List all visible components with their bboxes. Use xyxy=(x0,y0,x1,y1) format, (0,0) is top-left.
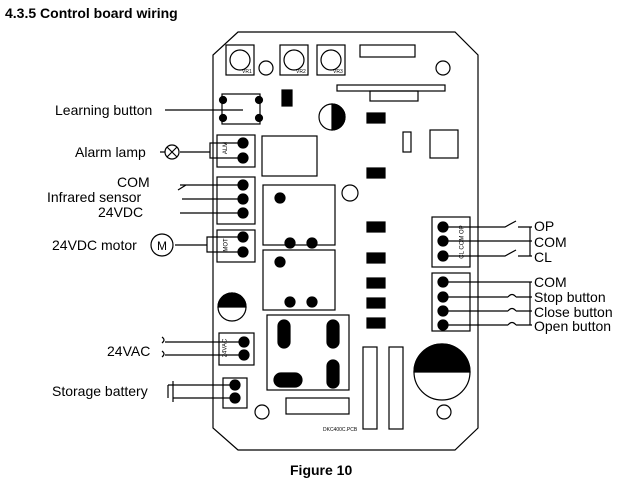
label-vr3: VR3 xyxy=(333,69,343,75)
label-cl: CL xyxy=(534,249,552,265)
label-alarm-lamp: Alarm lamp xyxy=(75,144,146,160)
dip-switch-ic xyxy=(359,44,416,58)
svg-text:M: M xyxy=(157,239,167,253)
relay-3 xyxy=(262,249,336,311)
label-j10: CL COM OP xyxy=(459,225,466,259)
diodes xyxy=(366,112,386,329)
resistor-1 xyxy=(362,346,378,430)
label-com: COM xyxy=(117,174,150,190)
button-wires xyxy=(443,281,532,326)
label-close-button: Close button xyxy=(534,304,613,320)
learning-button-switch xyxy=(221,93,261,125)
resistor-2 xyxy=(388,346,404,430)
label-learning-button: Learning button xyxy=(55,102,153,118)
motor-icon xyxy=(150,233,174,257)
label-24vdc: 24VDC xyxy=(98,204,144,220)
label-alm: ALM xyxy=(223,141,230,155)
label-com-2: COM xyxy=(534,274,567,290)
label-vac-terminal: 24VAC xyxy=(222,338,229,358)
label-com-1: COM xyxy=(534,234,567,250)
relay-2 xyxy=(262,184,336,246)
label-vr1: VR1 xyxy=(242,69,252,75)
board-outline xyxy=(212,31,479,451)
terminal-blocks-left xyxy=(216,134,256,409)
label-mot: MOT xyxy=(223,238,230,252)
op-com-cl-wires xyxy=(443,220,532,257)
alarm-lamp-wires xyxy=(160,142,243,159)
label-vr2: VR2 xyxy=(296,69,306,75)
label-pcb: DKC400C.PCB xyxy=(323,427,358,433)
relay-1 xyxy=(261,135,318,177)
label-infrared-sensor: Infrared sensor xyxy=(47,189,142,205)
battery-wires xyxy=(167,381,235,402)
alarm-lamp-icon xyxy=(164,144,180,160)
infrared-sensor-wires xyxy=(177,184,243,214)
figure-caption: Figure 10 xyxy=(290,462,353,478)
label-motor: 24VDC motor xyxy=(52,237,137,253)
label-stop-button: Stop button xyxy=(534,289,606,305)
motor-wires xyxy=(175,236,243,253)
potentiometers xyxy=(225,44,452,420)
transformer xyxy=(266,314,350,391)
microcontroller xyxy=(429,129,459,159)
label-storage-battery: Storage battery xyxy=(52,383,148,399)
section-title: 4.3.5 Control board wiring xyxy=(5,5,178,21)
label-24vac: 24VAC xyxy=(107,343,151,359)
label-open-button: Open button xyxy=(534,318,612,334)
vac-wires xyxy=(161,336,244,358)
label-op: OP xyxy=(534,218,555,234)
